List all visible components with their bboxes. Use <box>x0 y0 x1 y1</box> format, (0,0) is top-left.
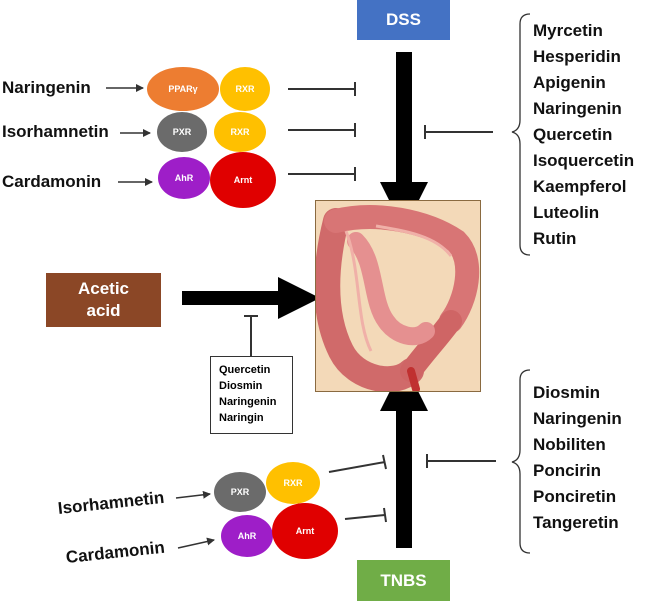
tnbs-inhibitor: Nobiliten <box>533 435 606 454</box>
inhibit-line-4 <box>328 461 386 473</box>
dss-brace <box>511 13 531 256</box>
dss-inhibitor: Isoquercetin <box>533 151 635 170</box>
pxr-oval-bottom: PXR <box>214 472 266 512</box>
dss-inhibitor: Hesperidin <box>533 47 621 66</box>
compound-naringenin-top: Naringenin <box>2 78 91 97</box>
tnbs-box: TNBS <box>357 560 450 601</box>
colon-image <box>316 201 480 391</box>
acetic-acid-box: Acetic acid <box>46 273 161 327</box>
colon-illustration <box>315 200 481 392</box>
ppar-gamma-oval: PPARγ <box>147 67 219 111</box>
arrow-cardamonin-bottom <box>177 537 215 549</box>
dss-inhibitor: Kaempferol <box>533 177 627 196</box>
arnt-oval-top: Arnt <box>210 152 276 208</box>
pxr-oval-top: PXR <box>157 112 207 152</box>
arrow-isorhamnetin-bottom <box>175 490 211 499</box>
tnbs-inhibitor: Naringenin <box>533 409 622 428</box>
rxr-oval-2: RXR <box>214 112 266 152</box>
dss-label: DSS <box>386 10 421 29</box>
rxr-oval-1: RXR <box>220 67 270 111</box>
rxr-oval-3: RXR <box>266 462 320 504</box>
dss-inhibitor: Myrcetin <box>533 21 603 40</box>
arnt-oval-bottom: Arnt <box>272 503 338 559</box>
tnbs-inhibitor: Tangeretin <box>533 513 619 532</box>
tnbs-inhibitor: Diosmin <box>533 383 601 402</box>
tnbs-inhibitor-list: Diosmin Naringenin Nobiliten Poncirin Po… <box>533 380 622 536</box>
tnbs-label: TNBS <box>380 570 427 590</box>
dss-inhibitor: Rutin <box>533 229 577 248</box>
acetic-inhibitor: Quercetin <box>219 364 271 376</box>
acetic-inhibitor-box: Quercetin Diosmin Naringenin Naringin <box>210 356 293 434</box>
acetic-acid-label: Acetic acid <box>77 279 130 320</box>
dss-inhibitor: Quercetin <box>533 125 613 144</box>
acetic-inhibitor: Diosmin <box>219 380 263 392</box>
dss-box: DSS <box>357 0 450 40</box>
dss-inhibitor: Naringenin <box>533 99 622 118</box>
compound-cardamonin-top: Cardamonin <box>2 172 102 191</box>
compound-isorhamnetin-top: Isorhamnetin <box>2 122 109 141</box>
dss-inhibitor: Apigenin <box>533 73 606 92</box>
ahr-oval-top: AhR <box>158 157 210 199</box>
dss-inhibitor-list: Myrcetin Hesperidin Apigenin Naringenin … <box>533 18 634 252</box>
acetic-inhibitor: Naringenin <box>219 396 277 408</box>
acetic-inhibitor: Naringin <box>219 412 264 424</box>
tnbs-brace <box>511 369 531 554</box>
dss-inhibitor: Luteolin <box>533 203 600 222</box>
tnbs-inhibitor: Poncirin <box>533 461 602 480</box>
inhibit-line-5 <box>344 514 386 520</box>
tnbs-inhibitor: Ponciretin <box>533 487 617 506</box>
ahr-oval-bottom: AhR <box>221 515 273 557</box>
